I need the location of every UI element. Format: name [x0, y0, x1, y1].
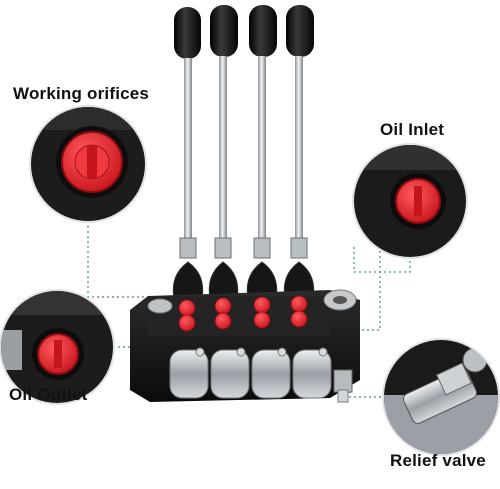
lever-1: [174, 7, 201, 259]
joint-2: [214, 237, 232, 259]
knob-1: [174, 7, 201, 59]
label-working-orifices: Working orifices: [13, 84, 150, 103]
rod-1: [184, 58, 192, 243]
callout-relief-valve: [382, 338, 500, 456]
rubber-boots: [172, 261, 315, 299]
rod-2: [219, 56, 227, 243]
lever-2: [210, 5, 238, 259]
lever-4: [286, 5, 314, 259]
label-relief-valve: Relief valve: [390, 451, 486, 470]
callout-oil-outlet: [0, 289, 115, 405]
working-port-plugs: [178, 295, 308, 332]
lever-group: [174, 5, 314, 259]
joint-1: [179, 237, 197, 259]
callout-working-orifices: [29, 105, 147, 223]
label-oil-inlet: Oil Inlet: [380, 120, 445, 139]
relief-valve-fitting: [333, 369, 353, 403]
knob-3: [249, 5, 277, 57]
joint-4: [290, 237, 308, 259]
rod-3: [258, 56, 266, 243]
lever-3: [249, 5, 277, 259]
rod-4: [295, 56, 303, 243]
callout-oil-inlet: [352, 143, 468, 259]
knob-2: [210, 5, 238, 57]
knob-4: [286, 5, 314, 57]
joint-3: [253, 237, 271, 259]
spool-caps: [169, 347, 332, 399]
label-oil-outlet: Oil Outlet: [9, 385, 88, 404]
